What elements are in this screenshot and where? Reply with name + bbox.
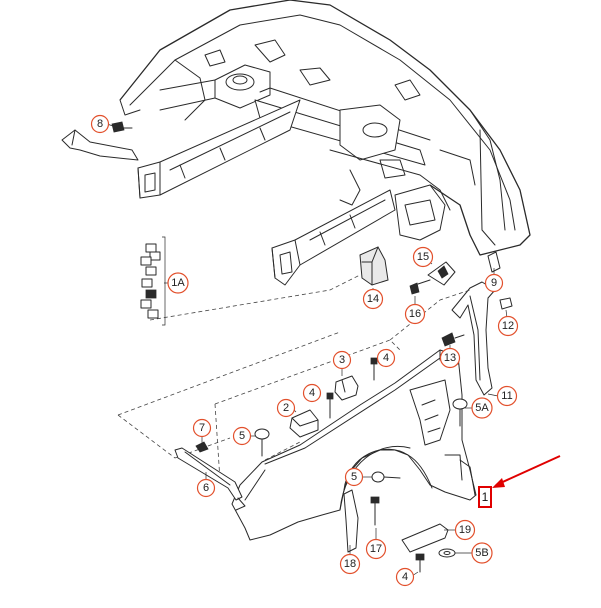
callout-15: 15 bbox=[412, 246, 434, 268]
screws bbox=[254, 398, 468, 558]
callout-label: 9 bbox=[491, 277, 497, 289]
callout-label: 17 bbox=[370, 543, 382, 555]
callout-label: 4 bbox=[402, 571, 408, 583]
callout-label: 5A bbox=[475, 402, 489, 414]
callout-label: 11 bbox=[501, 390, 512, 402]
callout-9: 9 bbox=[484, 273, 504, 293]
brackets-2-3-4 bbox=[289, 357, 378, 438]
highlight-box bbox=[478, 486, 492, 508]
callout-label: 8 bbox=[97, 118, 103, 130]
callout-label: 4 bbox=[383, 352, 389, 364]
callout-8: 8 bbox=[90, 114, 110, 134]
callout-5-wheelarch: 5 bbox=[344, 467, 364, 487]
callout-label: 4 bbox=[309, 387, 315, 399]
longitudinal-member-lower bbox=[271, 189, 396, 286]
callout-label: 14 bbox=[367, 293, 379, 305]
callout-14: 14 bbox=[362, 288, 384, 310]
fender-support-11 bbox=[451, 281, 496, 396]
longitudinal-member-upper bbox=[137, 99, 301, 199]
callout-13: 13 bbox=[439, 347, 461, 369]
bracket-8 bbox=[61, 121, 139, 161]
callout-5-left: 5 bbox=[232, 426, 252, 446]
small-parts-9-12-13 bbox=[441, 251, 513, 347]
callout-1a: 1A bbox=[167, 272, 189, 294]
highlight-part-1: 1 bbox=[478, 455, 561, 508]
callout-18: 18 bbox=[339, 553, 361, 575]
highlight-label: 1 bbox=[482, 490, 489, 504]
part-15-sensor bbox=[409, 261, 456, 295]
callout-label: 13 bbox=[444, 352, 456, 364]
callout-12: 12 bbox=[497, 315, 519, 337]
callout-19: 19 bbox=[454, 519, 476, 541]
callout-label: 18 bbox=[344, 558, 356, 570]
callout-label: 5 bbox=[351, 471, 357, 483]
fender-rail-6 bbox=[174, 441, 246, 511]
body-structure bbox=[119, 0, 531, 256]
callout-label: 16 bbox=[409, 308, 421, 320]
callout-label: 3 bbox=[339, 354, 345, 366]
part-14-block bbox=[359, 246, 389, 286]
callout-label: 15 bbox=[417, 251, 429, 263]
callout-label: 5 bbox=[239, 430, 245, 442]
callout-label: 5B bbox=[475, 547, 488, 559]
callout-label: 7 bbox=[199, 422, 205, 434]
callout-11: 11 bbox=[496, 385, 518, 407]
callout-5b: 5B bbox=[471, 542, 493, 564]
callout-label: 2 bbox=[283, 402, 289, 414]
callout-17: 17 bbox=[365, 538, 387, 560]
lower-parts-17-18-19 bbox=[343, 489, 449, 573]
callout-label: 19 bbox=[459, 524, 471, 536]
arrowhead-icon bbox=[492, 478, 505, 488]
mount-post-leader bbox=[459, 459, 476, 496]
callout-6: 6 bbox=[196, 478, 216, 498]
callout-3: 3 bbox=[332, 350, 352, 370]
callout-label: 6 bbox=[203, 482, 209, 494]
red-arrow-icon bbox=[495, 455, 561, 486]
callout-16: 16 bbox=[404, 303, 426, 325]
callout-7: 7 bbox=[192, 418, 212, 438]
callout-5a: 5A bbox=[471, 397, 493, 419]
callout-label: 1A bbox=[171, 277, 185, 289]
callout-label: 12 bbox=[502, 320, 514, 332]
fastener-set-1a bbox=[140, 236, 166, 326]
callout-4-mid: 4 bbox=[302, 383, 322, 403]
callout-4-top: 4 bbox=[376, 348, 396, 368]
callout-2: 2 bbox=[276, 398, 296, 418]
callout-4-bottom: 4 bbox=[395, 567, 415, 587]
